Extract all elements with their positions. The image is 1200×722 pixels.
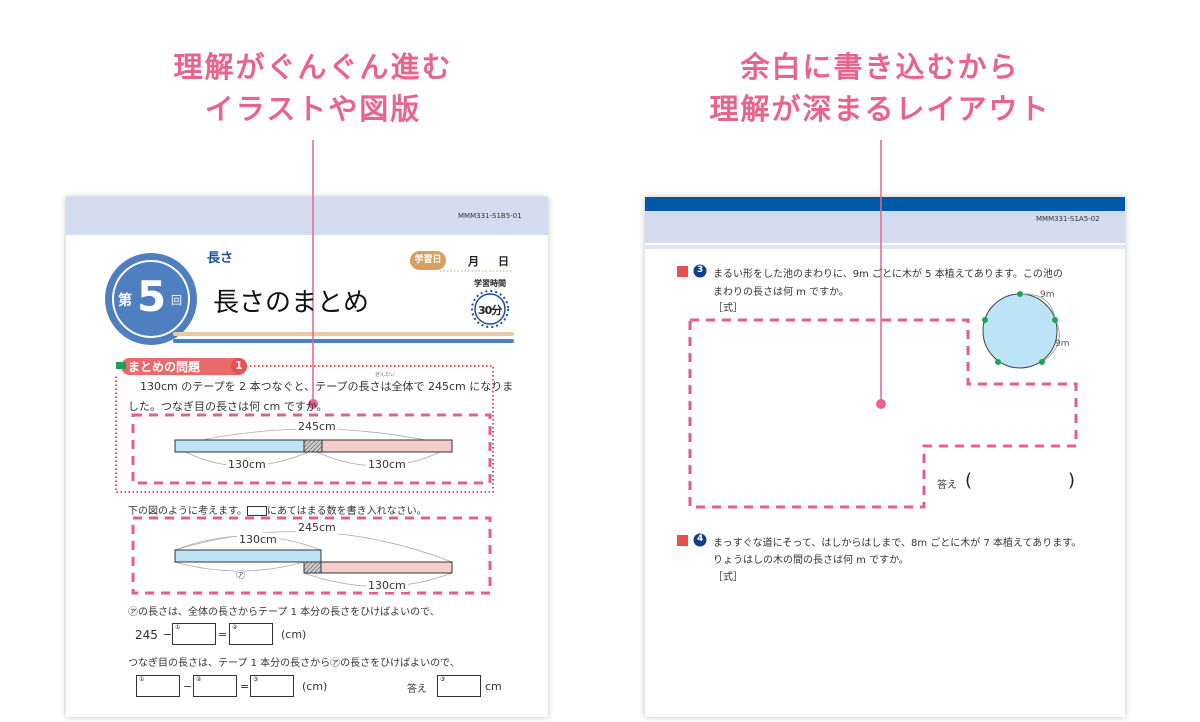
q3-number: 3 [697, 265, 704, 275]
q4-number: 4 [697, 534, 704, 544]
eq2-n3: ③ [253, 676, 259, 683]
answer-input[interactable]: ③ [437, 675, 481, 697]
q3-formula: ［式］ [713, 303, 743, 314]
page-code: MMM331-S1B5-01 [458, 212, 522, 220]
paren-close: ) [1068, 470, 1076, 491]
fig2-a: 130cm [237, 533, 279, 546]
fig1-b: 130cm [366, 458, 408, 471]
eq1-minus: − [163, 628, 173, 641]
answer-label: 答え [407, 684, 427, 695]
right-page [645, 197, 1125, 717]
explanation-2: つなぎ目の長さは、テープ 1 本分の長さから㋐の長さをひけばよいので、 [128, 658, 460, 669]
fig2-mark: ㋐ [236, 568, 246, 581]
page-code-right: MMM331-S1A5-02 [1036, 215, 1100, 223]
lesson-prefix: 第 [118, 293, 132, 309]
pond-label-1: 9m [1040, 290, 1055, 300]
eq2-equals: = [240, 680, 250, 693]
eq1-n1: ① [175, 624, 181, 631]
eq2-minus: − [183, 680, 193, 693]
pencil-icon [116, 362, 126, 369]
instruction-post: にあてはまる数を書き入れなさい。 [267, 506, 427, 517]
pointer-dot-left [308, 399, 318, 409]
lesson-suffix: 回 [171, 294, 182, 307]
section-heading: まとめの問題 [128, 360, 201, 374]
q4-formula: ［式］ [713, 572, 743, 583]
study-time-label: 学習時間 [474, 279, 506, 288]
lesson-number: 5 [137, 272, 167, 321]
badge-icon [677, 535, 688, 546]
headline-right-2: 理解が深まるレイアウト [709, 92, 1051, 126]
day-label: 日 [498, 255, 509, 268]
q3-answer-input[interactable] [983, 470, 1065, 492]
headline-left-1: 理解がぐんぐん進む [173, 50, 453, 84]
headline-right-1: 余白に書き込むから [740, 50, 1020, 84]
fig2-total: 245cm [296, 521, 338, 534]
study-time: 30分 [478, 304, 502, 317]
unit-label: 長さ [207, 251, 234, 266]
eq2-unit: (cm) [302, 680, 328, 693]
eq1-n2: ② [232, 624, 238, 631]
eq2-n2: ② [196, 676, 202, 683]
eq1-start: 245 [135, 628, 158, 642]
paren-open: ( [965, 470, 973, 491]
q4-line-1: まっすぐな道にそって、はしからはしまで、8m ごとに木が 7 本植えてあります。 [713, 538, 1082, 549]
month-label: 月 [468, 255, 479, 268]
pointer-dot-right [876, 399, 886, 409]
fig1-total: 245cm [296, 420, 338, 433]
eq2-input-2[interactable]: ② [193, 675, 237, 697]
answer-num: ③ [440, 676, 446, 683]
headline-left-2: イラストや図版 [204, 92, 422, 126]
instruction-pre: 下の図のように考えます。 [128, 506, 247, 517]
problem-line-1: 130cm のテープを 2 本つなぐと、テープの長さは全体で 245cm になり… [140, 380, 514, 393]
pond-label-2: 9m [1055, 339, 1070, 349]
answer-unit: cm [485, 680, 502, 693]
eq1-input-1[interactable]: ① [172, 623, 216, 645]
trees [982, 291, 1058, 365]
explanation-1: ㋐の長さは、全体の長さからテープ 1 本分の長さをひけばよいので、 [128, 607, 440, 618]
q3-answer-label: 答え [937, 480, 957, 491]
ruby: ぜんたい [375, 372, 396, 378]
eq1-input-2[interactable]: ② [229, 623, 273, 645]
problem-line-2: した。つなぎ目の長さは何 cm ですか。 [128, 400, 328, 413]
eq2-input-3[interactable]: ③ [250, 675, 294, 697]
instruction: 下の図のように考えます。 にあてはまる数を書き入れなさい。 [128, 502, 427, 517]
eq2-n1: ① [139, 676, 145, 683]
lesson-badge [105, 253, 197, 345]
q3-line-2: まわりの長さは何 m ですか。 [713, 287, 849, 298]
fig1-a: 130cm [226, 458, 268, 471]
q4-line-2: りょうはしの木の間の長さは何 m ですか。 [713, 555, 909, 566]
eq1-unit: (cm) [281, 628, 307, 641]
badge-icon [677, 266, 688, 277]
overlap [303, 439, 323, 453]
blank-box [247, 506, 267, 516]
page-title: 長さのまとめ [213, 288, 370, 318]
fig2-b: 130cm [366, 579, 408, 592]
section-number: 1 [231, 358, 247, 374]
eq2-input-1[interactable]: ① [136, 675, 180, 697]
work-area [688, 318, 1078, 509]
q3-line-1: まるい形をした池のまわりに、9m ごとに木が 5 本植えてあります。この池の [713, 269, 1063, 280]
eq1-equals: = [218, 628, 228, 641]
study-date-badge: 学習日 [410, 251, 446, 270]
